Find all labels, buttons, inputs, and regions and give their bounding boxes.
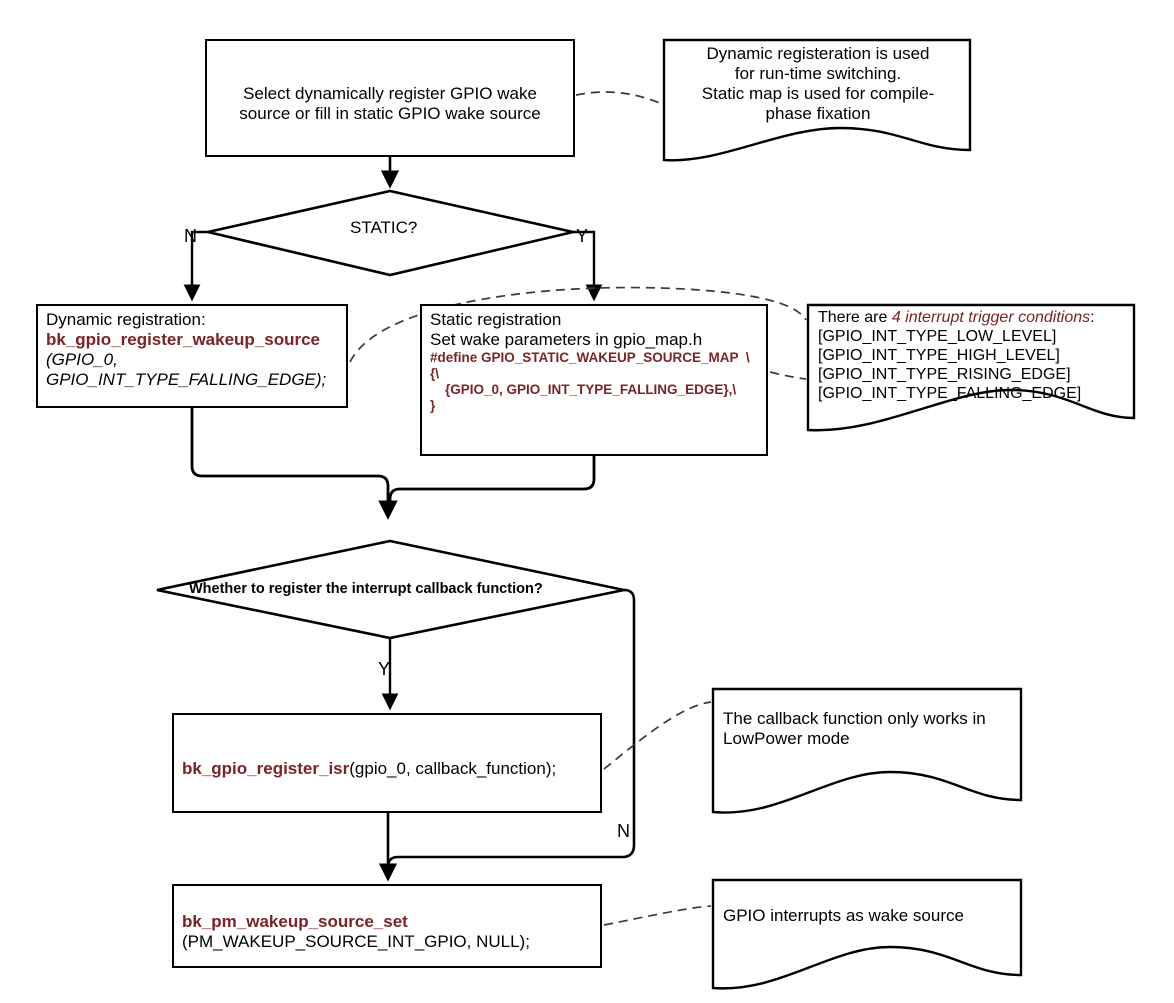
node-dynamic-function: bk_gpio_register_wakeup_source [46,330,321,350]
decision-callback-label: Whether to register the interrupt callba… [189,581,543,597]
edge-dynamic-merge [190,408,398,520]
decision-static-label: STATIC? [350,218,418,237]
note-callback-text: The callback function only works in LowP… [723,709,1013,749]
node-static-text: Static registration Set wake parameters … [422,306,766,420]
note-dynamic-static: Dynamic registeration is used for run-ti… [662,38,972,163]
branch-label-callback-yes: Y [378,659,391,679]
node-isr-function: bk_gpio_register_isr [182,759,350,778]
edge-static-merge [388,456,596,512]
note-dynamic-static-line3: Static map is used for compile- [701,84,935,104]
node-isr-args: (gpio_0, callback_function); [349,759,557,778]
note-callback-line1: The callback function only works in [723,709,986,728]
node-pm-text: bk_pm_wakeup_source_set (PM_WAKEUP_SOURC… [174,886,600,978]
node-isr-text: bk_gpio_register_isr(gpio_0, callback_fu… [174,715,600,823]
node-pm-function: bk_pm_wakeup_source_set [182,911,408,931]
note-triggers-heading: There are 4 interrupt trigger conditions… [818,309,1126,328]
node-pm-args: (PM_WAKEUP_SOURCE_INT_GPIO, NULL); [182,932,530,951]
node-dynamic-line1: Dynamic registration: [46,310,206,329]
node-static-line2: Set wake parameters in gpio_map.h [430,330,703,350]
node-register-isr[interactable]: bk_gpio_register_isr(gpio_0, callback_fu… [172,713,602,813]
node-static-code1: #define GPIO_STATIC_WAKEUP_SOURCE_MAP \ [430,350,750,366]
note-dynamic-static-text: Dynamic registeration is used for run-ti… [674,44,962,124]
note-callback-line2: LowPower mode [723,729,850,749]
note-triggers-item: [GPIO_INT_TYPE_RISING_EDGE] [818,365,1071,383]
note-triggers-emphasis: 4 interrupt trigger conditions [891,309,1091,326]
node-dynamic-arg2: GPIO_INT_TYPE_FALLING_EDGE); [46,370,327,390]
node-static-code4: } [430,397,436,413]
note-triggers-item: [GPIO_INT_TYPE_LOW_LEVEL] [818,327,1057,345]
note-gpio-interrupts: GPIO interrupts as wake source [711,878,1023,998]
note-triggers-colon: : [1090,309,1095,326]
branch-label-static-no: N [184,226,197,246]
dashed-pm-to-gpioint [603,905,712,926]
note-callback-lowpower: The callback function only works in LowP… [711,687,1023,820]
note-triggers-lead: There are [818,309,892,326]
node-static-registration[interactable]: Static registration Set wake parameters … [420,304,768,456]
node-dynamic-text: Dynamic registration: bk_gpio_register_w… [38,306,346,396]
note-gpioint-text: GPIO interrupts as wake source [723,906,1013,926]
node-dynamic-arg1: (GPIO_0, [46,350,118,370]
node-pm-wakeup-source-set[interactable]: bk_pm_wakeup_source_set (PM_WAKEUP_SOURC… [172,884,602,968]
note-dynamic-static-line2: for run-time switching. [734,64,902,84]
note-dynamic-static-line4: phase fixation [765,104,871,124]
branch-label-static-yes: Y [576,226,589,246]
dashed-isr-to-callback [603,701,712,770]
note-triggers-text: There are 4 interrupt trigger conditions… [818,309,1126,403]
dashed-start-to-note [575,91,663,105]
note-triggers-item: [GPIO_INT_TYPE_FALLING_EDGE] [818,384,1082,402]
node-static-line1: Static registration [430,310,562,329]
node-start-process[interactable]: Select dynamically register GPIO wake so… [205,39,575,157]
note-triggers-item: [GPIO_INT_TYPE_HIGH_LEVEL] [818,346,1060,364]
node-start-line2: source or fill in static GPIO wake sourc… [239,104,541,123]
note-interrupt-triggers: There are 4 interrupt trigger conditions… [806,303,1136,436]
node-start-line1: Select dynamically register GPIO wake [243,83,537,103]
node-static-code3: {GPIO_0, GPIO_INT_TYPE_FALLING_EDGE},\ [430,381,737,397]
node-static-code2: {\ [430,366,440,382]
node-start-text: Select dynamically register GPIO wake so… [207,41,573,167]
node-dynamic-registration[interactable]: Dynamic registration: bk_gpio_register_w… [36,304,348,408]
dashed-static-to-triggers [769,371,807,380]
note-dynamic-static-line1: Dynamic registeration is used [706,44,930,63]
note-gpioint-line1: GPIO interrupts as wake source [723,906,964,925]
branch-label-callback-no: N [617,821,630,841]
